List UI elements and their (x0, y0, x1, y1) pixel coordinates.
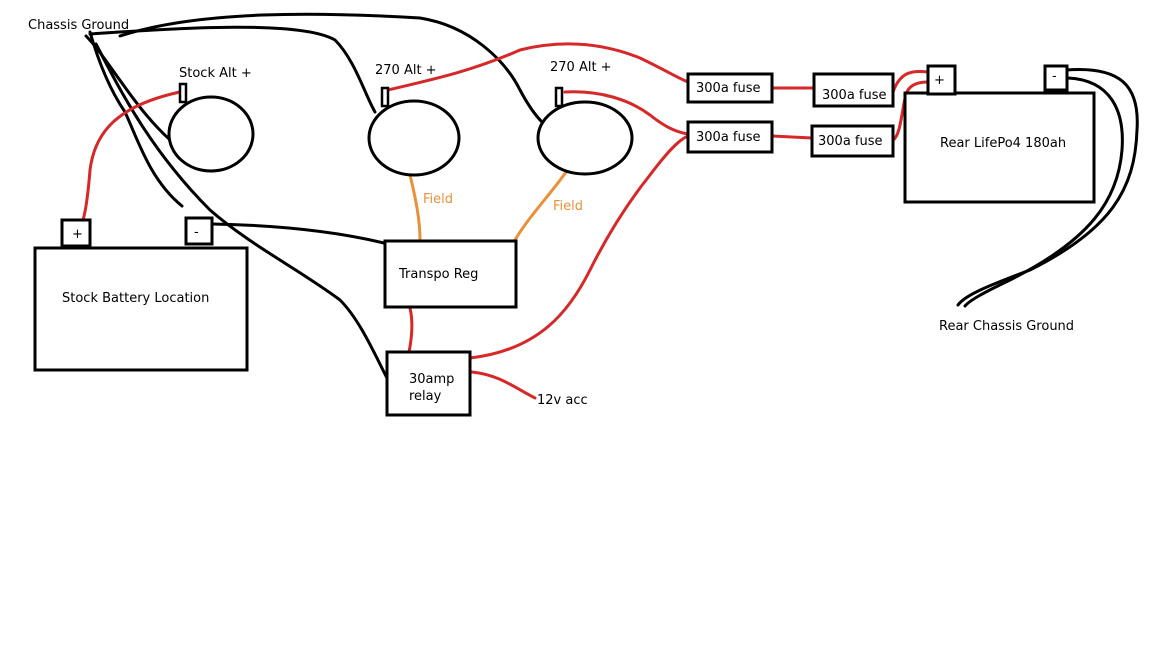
stock-alt-label: Stock Alt + (179, 66, 252, 81)
fuse-4-box (810, 124, 895, 158)
stock-battery-neg-terminal (184, 216, 214, 246)
relay-box (385, 350, 472, 417)
field-wire-b (513, 170, 568, 242)
stock-battery-box (33, 246, 249, 372)
fuse-1-box (686, 72, 774, 104)
fuse2-to-rear-pos-wire (891, 69, 930, 94)
rear-ground-wire-1 (956, 67, 1139, 307)
fuse3-to-fuse4-wire (770, 134, 814, 140)
field-label-b: Field (553, 199, 583, 214)
rear-ground-wire-2 (963, 76, 1124, 308)
field-label-a: Field (423, 192, 453, 207)
alternator-270-a (367, 99, 461, 177)
chassis-ground-label: Chassis Ground (28, 18, 129, 33)
fuse-2-box (812, 72, 895, 108)
fuse-2-label: 300a fuse (822, 88, 887, 103)
stock-battery-label: Stock Battery Location (62, 291, 209, 306)
relay-label-line2: relay (409, 389, 442, 404)
ground-wire-to-270-alt-b (118, 12, 544, 124)
ground-wire-to-270-alt-a (88, 25, 377, 114)
stock-battery-neg-label: - (194, 225, 199, 240)
rear-chassis-ground-label: Rear Chassis Ground (939, 319, 1074, 334)
transpo-reg-label: Transpo Reg (398, 267, 478, 282)
stock-alt-terminal (178, 82, 188, 104)
rear-battery-pos-label: + (934, 73, 945, 88)
alt-270-b-terminal (554, 86, 564, 108)
fuse-4-label: 300a fuse (818, 134, 883, 149)
relay-to-fuse-wire (468, 134, 690, 360)
stock-battery-pos-terminal (60, 218, 92, 248)
rear-battery-pos-terminal (926, 64, 957, 96)
alternator-270-b (536, 100, 634, 176)
acc-label: 12v acc (537, 393, 588, 408)
alt-270-a-terminal (380, 86, 390, 108)
relay-label-line1: 30amp (409, 372, 454, 387)
fuse-3-box (686, 120, 774, 154)
field-wire-a (408, 173, 422, 242)
stock-alt-to-stock-battery-wire (81, 90, 182, 222)
fuse-3-label: 300a fuse (696, 130, 761, 145)
stock-alternator (167, 95, 255, 173)
alt-270-a-to-fuse-wire (386, 42, 690, 92)
alt-270-a-label: 270 Alt + (375, 63, 437, 78)
fuse4-to-rear-pos-wire (891, 80, 930, 142)
field-wires (408, 170, 568, 242)
stock-battery-pos-label: + (72, 227, 83, 242)
rear-battery-label: Rear LifePo4 180ah (940, 136, 1066, 151)
positive-wires (81, 42, 930, 400)
rear-battery-neg-label: - (1052, 69, 1057, 84)
fuse-1-label: 300a fuse (696, 81, 761, 96)
relay-to-acc-wire (470, 370, 537, 400)
alt-270-b-to-fuse-wire (563, 90, 690, 136)
stock-neg-to-transpo-reg (210, 222, 386, 245)
alt-270-b-label: 270 Alt + (550, 60, 612, 75)
transpo-reg-box (383, 239, 518, 309)
rear-battery-neg-terminal (1043, 64, 1069, 92)
rear-battery-box (903, 91, 1096, 204)
transpo-reg-to-relay-wire (407, 306, 414, 354)
